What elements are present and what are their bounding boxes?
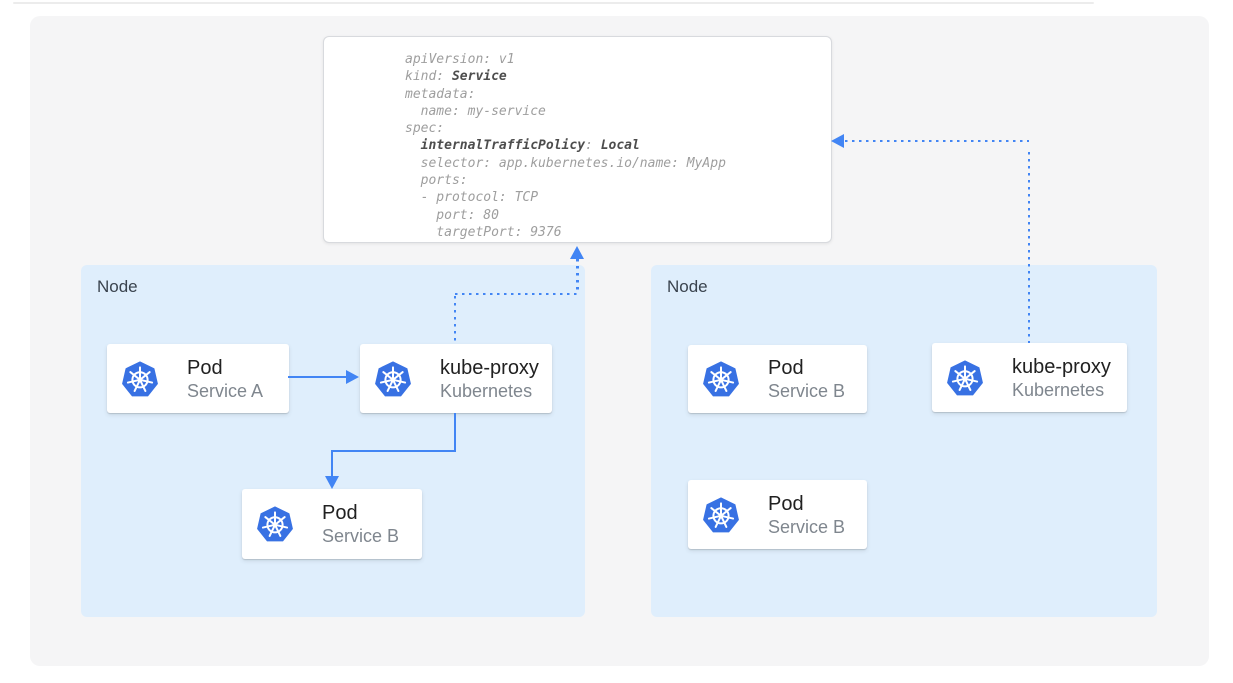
node-label: Node bbox=[97, 277, 138, 296]
card-title: Pod bbox=[322, 502, 358, 524]
node-label: Node bbox=[667, 277, 708, 296]
arrowhead-up-icon bbox=[569, 246, 584, 259]
yaml-line: port: 80 bbox=[405, 207, 499, 223]
card-title: Pod bbox=[768, 492, 804, 515]
service-yaml-card: apiVersion: v1 kind: Service metadata: n… bbox=[323, 36, 832, 243]
yaml-line: - protocol: TCP bbox=[405, 190, 539, 206]
kubernetes-icon bbox=[702, 495, 740, 533]
pod-service-b-card-left: Pod Service B bbox=[242, 489, 422, 559]
pod-service-b-card-right-bottom: Pod Service B bbox=[688, 480, 867, 549]
node-left: Node bbox=[81, 265, 585, 617]
arrowhead-right-icon bbox=[346, 369, 359, 384]
kubernetes-icon bbox=[374, 359, 412, 397]
yaml-line: spec: bbox=[405, 121, 445, 137]
card-subtitle: Service A bbox=[187, 380, 264, 401]
dotted-arrow-right-kube-proxy-to-service-segment bbox=[1027, 152, 1030, 343]
card-title: kube-proxy bbox=[440, 356, 539, 379]
kube-proxy-card-right: kube-proxy Kubernetes bbox=[932, 343, 1127, 412]
dotted-arrow-left-kube-proxy-to-service-segment bbox=[453, 296, 456, 344]
arrow-kube-proxy-to-pod-b-segment bbox=[454, 413, 456, 452]
card-title: Pod bbox=[768, 357, 804, 379]
node-right: Node bbox=[651, 265, 1157, 617]
yaml-line: selector: app.kubernetes.io/name: MyApp bbox=[405, 155, 726, 171]
arrowhead-left-icon bbox=[831, 134, 844, 148]
kubernetes-icon bbox=[946, 358, 984, 396]
kubernetes-icon bbox=[256, 505, 294, 543]
pod-service-b-card-right-top: Pod Service B bbox=[688, 345, 867, 413]
card-title: kube-proxy bbox=[1012, 355, 1111, 378]
arrowhead-down-icon bbox=[324, 476, 339, 489]
arrow-pod-a-to-kube-proxy bbox=[288, 376, 348, 378]
card-subtitle: Kubernetes bbox=[1012, 379, 1105, 400]
yaml-line: name: my-service bbox=[405, 103, 546, 119]
card-subtitle: Service B bbox=[768, 381, 846, 401]
card-title: Pod bbox=[187, 356, 223, 379]
yaml-line: kind: Service bbox=[405, 69, 507, 85]
kube-proxy-card-left: kube-proxy Kubernetes bbox=[360, 344, 552, 413]
card-subtitle: Kubernetes bbox=[440, 380, 533, 401]
arrow-kube-proxy-to-pod-b-segment bbox=[331, 450, 333, 479]
dotted-arrow-left-kube-proxy-to-service-segment bbox=[576, 259, 579, 294]
yaml-line: ports: bbox=[405, 173, 468, 189]
yaml-line: internalTrafficPolicy: Local bbox=[420, 138, 640, 154]
yaml-line: metadata: bbox=[405, 86, 476, 102]
kubernetes-icon bbox=[121, 359, 159, 397]
dotted-arrow-left-kube-proxy-to-service-segment bbox=[455, 292, 578, 295]
kubernetes-icon bbox=[702, 360, 740, 398]
pod-service-a-card: Pod Service A bbox=[107, 344, 289, 413]
yaml-line: targetPort: 9376 bbox=[405, 224, 562, 240]
top-divider-line bbox=[13, 2, 1094, 4]
dotted-arrow-right-kube-proxy-to-service-segment bbox=[845, 139, 1029, 142]
card-subtitle: Service B bbox=[322, 526, 400, 546]
arrow-kube-proxy-to-pod-b-segment bbox=[331, 450, 456, 452]
yaml-line: apiVersion: v1 bbox=[405, 52, 515, 67]
card-subtitle: Service B bbox=[768, 516, 846, 537]
